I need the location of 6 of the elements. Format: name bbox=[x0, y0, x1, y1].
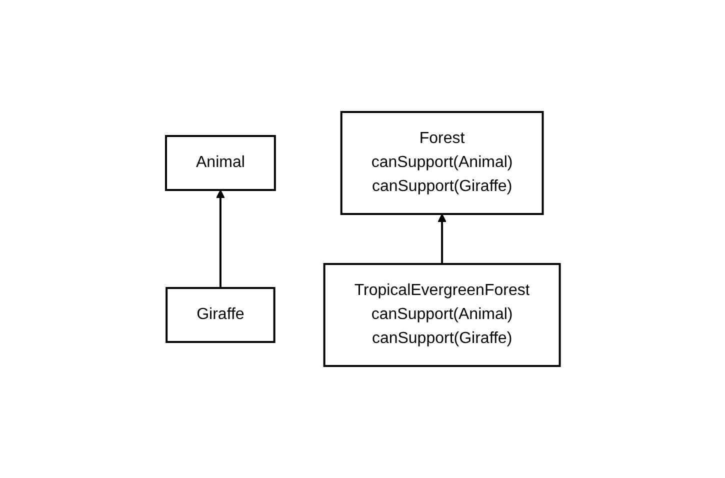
arrow bbox=[437, 214, 446, 264]
node-box: Giraffe bbox=[165, 287, 275, 343]
node-box: Forest canSupport(Animal) canSupport(Giraffe) bbox=[340, 111, 544, 215]
node-box: Animal bbox=[164, 135, 276, 191]
node-box: TropicalEvergreenForest canSupport(Animal) canSupport(Giraffe) bbox=[322, 263, 560, 367]
arrow bbox=[216, 190, 224, 288]
